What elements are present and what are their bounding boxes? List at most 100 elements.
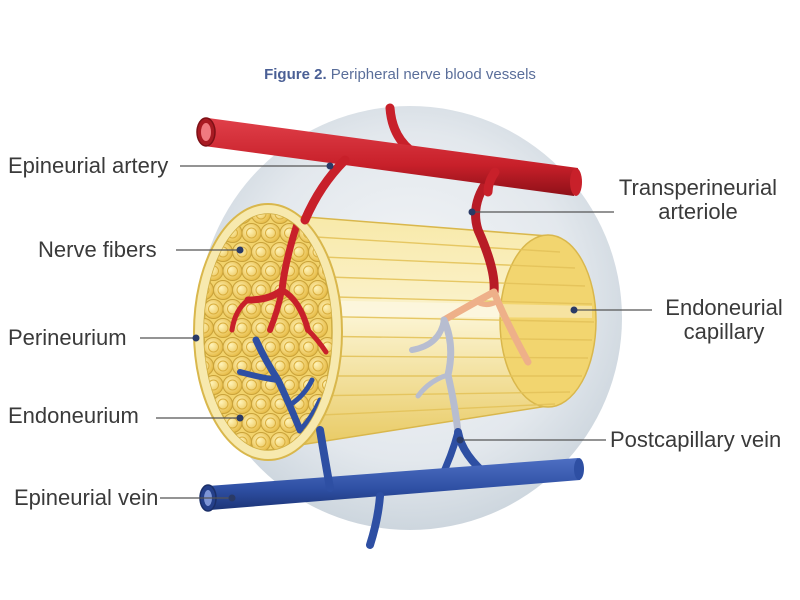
label-transperineurial-line2: arteriole bbox=[658, 199, 738, 224]
label-nerve-fibers: Nerve fibers bbox=[38, 237, 157, 262]
nerve-fiber-core bbox=[265, 265, 276, 277]
nerve-fiber bbox=[251, 214, 271, 224]
nerve-fiber-core bbox=[246, 227, 257, 239]
label-transperineurial-arteriole: Transperineurial arteriole bbox=[614, 176, 782, 224]
label-epineurial-artery: Epineurial artery bbox=[8, 153, 169, 178]
label-endoneurial-line2: capillary bbox=[683, 319, 765, 344]
nerve-fiber-core bbox=[293, 246, 305, 258]
nerve-fiber bbox=[251, 394, 271, 414]
nerve-fiber-core bbox=[217, 322, 229, 334]
nerve-fiber-core bbox=[284, 379, 295, 391]
nerve-fiber-core bbox=[217, 360, 229, 372]
nerve-fiber-core bbox=[204, 436, 210, 448]
nerve-fiber-core bbox=[274, 322, 286, 334]
nerve-fiber-core bbox=[246, 303, 257, 315]
epineurial-artery bbox=[196, 117, 582, 196]
nerve-fiber bbox=[260, 223, 281, 243]
nerve-fiber-core bbox=[312, 360, 324, 372]
vein-branches bbox=[316, 426, 384, 549]
nerve-fiber-core bbox=[303, 341, 314, 353]
nerve-fiber-core bbox=[293, 322, 305, 334]
nerve-fiber-core bbox=[217, 284, 229, 296]
nerve-fiber bbox=[204, 432, 214, 450]
nerve-fiber-core bbox=[204, 284, 210, 296]
nerve-fiber bbox=[251, 242, 271, 262]
nerve-fiber-core bbox=[255, 214, 267, 220]
nerve-fiber-core bbox=[255, 322, 267, 334]
nerve-fiber-core bbox=[293, 360, 305, 372]
nerve-fiber-core bbox=[284, 303, 295, 315]
nerve-fiber-core bbox=[236, 246, 248, 258]
nerve-fiber-core bbox=[284, 341, 295, 353]
nerve-fiber-core bbox=[227, 379, 238, 391]
nerve-fiber-core bbox=[246, 379, 257, 391]
nerve-fiber bbox=[213, 318, 233, 338]
nerve-fiber bbox=[204, 337, 224, 357]
figure-caption: Figure 2. Peripheral nerve blood vessels bbox=[0, 66, 800, 83]
nerve-fiber-core bbox=[293, 284, 305, 296]
nerve-fiber-core bbox=[236, 322, 248, 334]
nerve-fiber-core bbox=[274, 246, 286, 258]
nerve-fiber bbox=[213, 356, 233, 376]
nerve-fiber-core bbox=[227, 265, 238, 277]
nerve-fiber-core bbox=[236, 284, 248, 296]
nerve-fiber bbox=[317, 337, 332, 357]
nerve-fiber bbox=[308, 280, 328, 300]
nerve-fiber-core bbox=[274, 360, 286, 372]
nerve-fiber-core bbox=[255, 398, 267, 410]
nerve-fiber bbox=[260, 261, 281, 281]
nerve-fiber bbox=[298, 261, 319, 281]
label-endoneurial-capillary: Endoneurial capillary bbox=[654, 296, 794, 344]
nerve-fiber-core bbox=[255, 246, 267, 258]
figure-title: Peripheral nerve blood vessels bbox=[330, 66, 536, 83]
nerve-fiber-core bbox=[255, 284, 267, 296]
nerve-fiber-core bbox=[227, 341, 238, 353]
nerve-fiber-core bbox=[265, 227, 276, 239]
nerve-fiber-core bbox=[255, 436, 267, 448]
figure-number: Figure 2. bbox=[264, 66, 327, 83]
nerve-fiber-core bbox=[217, 398, 229, 410]
artery-descending-branches bbox=[300, 155, 500, 225]
nerve-fiber-core bbox=[246, 265, 257, 277]
label-endoneurial-line1: Endoneurial bbox=[665, 295, 783, 320]
label-endoneurium: Endoneurium bbox=[8, 403, 139, 428]
nerve-fiber-core bbox=[204, 322, 210, 334]
nerve-fiber-core bbox=[303, 303, 314, 315]
nerve-fiber-core bbox=[312, 284, 324, 296]
label-postcapillary-vein: Postcapillary vein bbox=[610, 427, 782, 452]
endoneurial-vein-branches bbox=[237, 336, 323, 434]
nerve-fiber-core bbox=[265, 417, 276, 429]
nerve-fiber bbox=[289, 356, 309, 376]
nerve-fiber bbox=[222, 337, 243, 357]
nerve-fiber bbox=[279, 337, 300, 357]
endoneurial-artery-branches bbox=[229, 214, 329, 355]
nerve-fiber bbox=[317, 299, 332, 319]
nerve-fiber-core bbox=[265, 341, 276, 353]
nerve-fiber bbox=[222, 375, 243, 395]
label-epineurial-vein: Epineurial vein bbox=[14, 485, 159, 510]
nerve-fiber bbox=[241, 261, 262, 281]
nerve-fiber bbox=[241, 223, 262, 243]
nerve-fiber bbox=[260, 413, 281, 433]
nerve-fiber bbox=[232, 394, 252, 414]
nerve-fiber bbox=[222, 261, 243, 281]
nerve-fiber bbox=[213, 280, 233, 300]
nerve-bundle bbox=[267, 213, 597, 451]
nerve-fiber-core bbox=[274, 214, 286, 220]
nerve-fiber-core bbox=[246, 417, 257, 429]
nerve-fiber-core bbox=[312, 322, 324, 334]
label-perineurium: Perineurium bbox=[8, 325, 127, 350]
nerve-fiber bbox=[308, 356, 328, 376]
label-transperineurial-line1: Transperineurial bbox=[618, 175, 778, 200]
nerve-fiber-core bbox=[208, 341, 219, 353]
nerve-fiber bbox=[270, 214, 290, 224]
nerve-fiber-core bbox=[204, 214, 210, 220]
leader-lines bbox=[140, 162, 652, 502]
nerve-fiber-core bbox=[274, 436, 286, 448]
nerve-fiber bbox=[204, 214, 214, 224]
nerve-fiber bbox=[241, 413, 262, 433]
endoneurial-capillary bbox=[409, 316, 462, 436]
nerve-fiber-core bbox=[303, 265, 314, 277]
transperineurial-arteriole bbox=[440, 175, 532, 366]
